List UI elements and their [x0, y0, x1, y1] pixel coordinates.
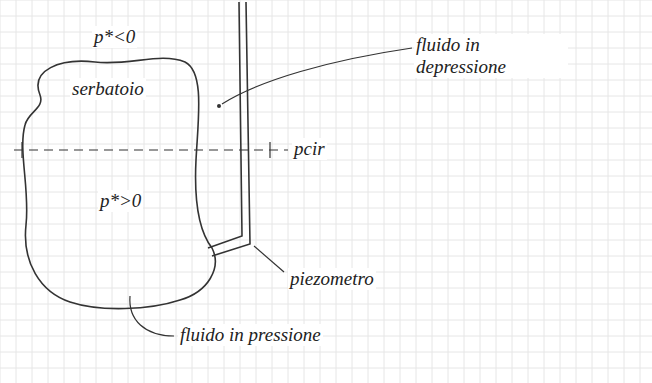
grid-line — [0, 128, 652, 129]
tank-label: serbatoio — [70, 78, 146, 100]
callout-note: fluido in pressione — [178, 324, 323, 346]
plane-label: pcir — [292, 138, 327, 160]
pressure-label: p*>0 — [98, 190, 143, 212]
piezometer-tube-outer — [212, 2, 250, 256]
plane-tick — [269, 142, 270, 158]
leader-dot — [217, 104, 221, 108]
grid-line — [0, 0, 652, 1]
grid-line — [0, 176, 652, 177]
callout-note: fluido in depressione — [414, 34, 568, 78]
grid-line — [0, 256, 652, 257]
grid-line — [0, 368, 652, 369]
piezometer-tube-inner — [208, 2, 242, 248]
grid-line — [0, 352, 652, 353]
grid-line — [0, 304, 652, 305]
part-label: piezometro — [288, 268, 376, 290]
tank-outline — [23, 58, 215, 308]
grid-line — [0, 224, 652, 225]
leader-line — [222, 48, 412, 104]
grid-line — [0, 112, 652, 113]
pressure-label: p*<0 — [92, 26, 137, 48]
grid-line — [0, 16, 652, 17]
piezometric-plane-line — [14, 149, 288, 150]
leader-line — [130, 296, 174, 336]
grid-line — [0, 336, 652, 337]
grid-line — [0, 320, 652, 321]
plane-tick — [21, 142, 22, 158]
leader-line — [254, 246, 284, 272]
grid-line — [0, 240, 652, 241]
